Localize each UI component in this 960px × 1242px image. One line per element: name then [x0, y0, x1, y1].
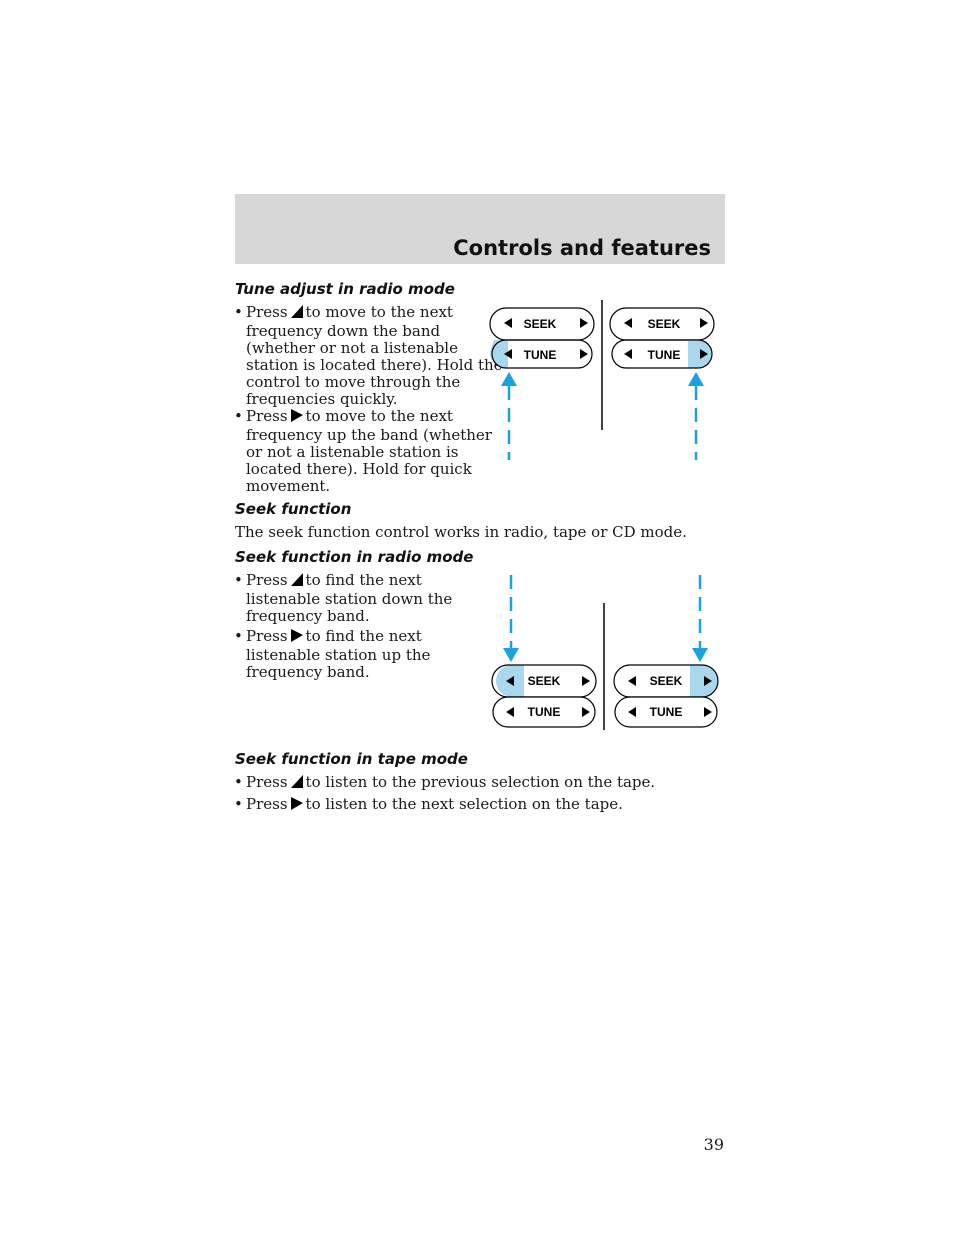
- section-title: Controls and features: [453, 236, 711, 260]
- bullet: •: [234, 627, 243, 645]
- left-control: SEEK TUNE: [491, 664, 597, 728]
- seek-label: SEEK: [524, 317, 557, 331]
- bullet: •: [234, 795, 243, 813]
- heading-tune-adjust: Tune adjust in radio mode: [235, 280, 455, 298]
- dashed-up-arrow-icon: [501, 372, 517, 460]
- right-triangle-icon: [582, 707, 590, 717]
- tune-label: TUNE: [528, 705, 561, 719]
- left-triangle-icon: [624, 318, 632, 328]
- right-triangle-icon: [704, 676, 712, 686]
- seek-label: SEEK: [648, 317, 681, 331]
- seek-control-diagram: SEEK TUNE SEEK TUNE: [491, 575, 719, 730]
- left-triangle-icon: [504, 318, 512, 328]
- left-control: SEEK TUNE: [489, 307, 595, 369]
- heading-seek-radio: Seek function in radio mode: [235, 548, 474, 566]
- right-triangle-icon: [700, 318, 708, 328]
- header-band: Controls and features: [235, 194, 725, 264]
- right-triangle-icon: [580, 318, 588, 328]
- bullet: •: [234, 303, 243, 321]
- bullet: •: [234, 773, 243, 791]
- bullet: •: [234, 571, 243, 589]
- dashed-down-arrow-icon: [503, 575, 519, 662]
- seek-label: SEEK: [528, 674, 561, 688]
- heading-seek-function: Seek function: [235, 500, 352, 518]
- seek-label: SEEK: [650, 674, 683, 688]
- left-triangle-icon: [504, 349, 512, 359]
- left-triangle-icon: [628, 707, 636, 717]
- dashed-down-arrow-icon: [692, 575, 708, 662]
- right-triangle-icon: [700, 349, 708, 359]
- tune-label: TUNE: [648, 348, 681, 362]
- right-control: SEEK TUNE: [613, 664, 719, 728]
- tune-label: TUNE: [524, 348, 557, 362]
- dashed-up-arrow-icon: [688, 372, 704, 460]
- right-triangle-icon: [290, 628, 304, 647]
- right-triangle-icon: [582, 676, 590, 686]
- right-triangle-icon: [704, 707, 712, 717]
- right-triangle-icon: [290, 796, 304, 815]
- tune-label: TUNE: [650, 705, 683, 719]
- right-triangle-icon: [290, 408, 304, 427]
- left-triangle-icon: [624, 349, 632, 359]
- tune-control-diagram: SEEK TUNE SEEK TUNE: [489, 300, 715, 460]
- left-triangle-icon: [506, 707, 514, 717]
- left-triangle-icon: [290, 304, 304, 323]
- left-triangle-icon: [290, 774, 304, 793]
- left-triangle-icon: [628, 676, 636, 686]
- press-word: Press: [246, 303, 288, 321]
- right-control: SEEK TUNE: [609, 307, 715, 369]
- right-triangle-icon: [580, 349, 588, 359]
- left-triangle-icon: [506, 676, 514, 686]
- page-number: 39: [703, 1135, 724, 1154]
- left-triangle-icon: [290, 572, 304, 591]
- seek-body: The seek function control works in radio…: [235, 523, 687, 541]
- heading-seek-tape: Seek function in tape mode: [235, 750, 468, 768]
- bullet: •: [234, 407, 243, 425]
